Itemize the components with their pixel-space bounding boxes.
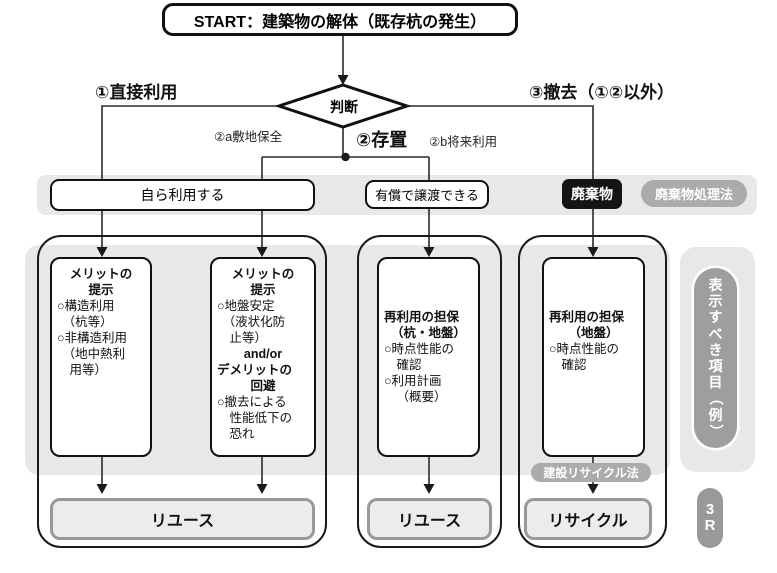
branch-label-direct-use: ①直接利用 <box>95 83 178 102</box>
display-items-text: 表示すべき項目 <box>708 276 723 391</box>
display-items-pill: 表示すべき項目 （例） <box>694 268 737 448</box>
decision-label: 判断 <box>330 99 358 115</box>
paid-transfer-node: 有償で譲渡できる <box>365 180 489 209</box>
group-direct-use <box>37 235 327 548</box>
waste-disposal-law-pill: 廃棄物処理法 <box>641 180 747 207</box>
decision-diamond <box>274 83 412 129</box>
merit-structural-box: メリットの提示○構造利用（杭等）○非構造利用（地中熱利用等） <box>50 257 152 457</box>
construction-recycle-law-pill: 建設リサイクル法 <box>531 463 651 482</box>
branch-label-removal: ③撤去（①②以外） <box>529 83 675 102</box>
reuse-outcome-b: リユース <box>367 498 492 540</box>
branch-label-leave-in-place: ②存置 <box>356 130 408 150</box>
reuse-guarantee-pile-ground-box: 再利用の担保（杭・地盤）○時点性能の確認○利用計画（概要） <box>377 257 480 457</box>
group-leave-future <box>357 235 502 548</box>
self-use-node: 自ら利用する <box>50 179 315 211</box>
branch-label-future-use: ②b将来利用 <box>429 135 498 149</box>
branch-label-site-preservation: ②a敷地保全 <box>214 130 283 144</box>
reuse-outcome-a: リユース <box>50 498 315 540</box>
display-items-example-text: （例） <box>707 391 724 438</box>
recycle-outcome: リサイクル <box>524 498 652 540</box>
start-node: START：建築物の解体（既存杭の発生） <box>162 3 518 36</box>
reuse-guarantee-ground-box: 再利用の担保（地盤）○時点性能の確認 <box>542 257 645 457</box>
waste-node: 廃棄物 <box>562 179 622 209</box>
group-removal <box>518 235 667 548</box>
